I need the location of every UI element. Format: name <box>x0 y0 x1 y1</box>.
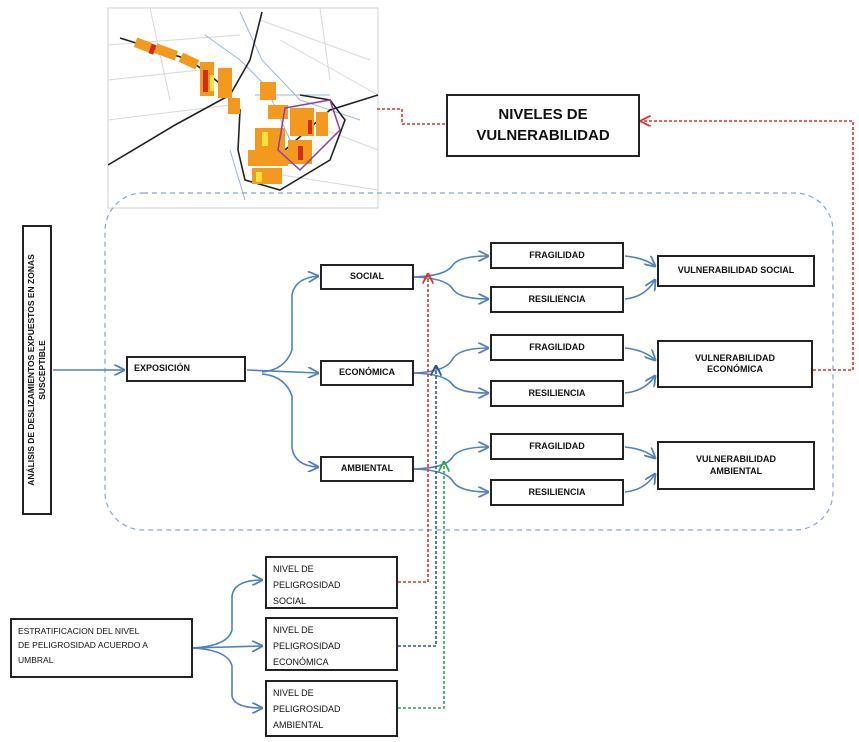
vulnerability-social-box: VULNERABILIDAD SOCIAL <box>657 255 815 287</box>
environmental-fragility-label: FRAGILIDAD <box>529 440 585 451</box>
hazard-economic-line1: NIVEL DE <box>273 625 314 635</box>
vulnerability-social-label: VULNERABILIDAD SOCIAL <box>677 265 795 276</box>
arrow-social-to-resilience <box>413 276 488 299</box>
dash-red-hazard-to-social <box>398 274 428 583</box>
arrow-resilience-to-vuln-economic <box>624 376 655 394</box>
stratification-line2: DE PELIGROSIDAD ACUERDO A <box>18 640 148 651</box>
dash-navy-hazard-to-economic <box>398 366 436 647</box>
arrow-economic-to-fragility <box>413 348 488 374</box>
social-fragility-box: FRAGILIDAD <box>490 242 624 269</box>
hazard-economic-line2: PELIGROSIDAD <box>273 640 341 651</box>
environmental-resilience-label: RESILIENCIA <box>528 486 586 497</box>
category-social: SOCIAL <box>320 264 414 290</box>
arrow-split-up <box>261 276 318 373</box>
hazard-level-social-box: NIVEL DE PELIGROSIDAD SOCIAL <box>265 556 398 609</box>
arrow-fragility-to-vuln-economic <box>624 347 655 360</box>
arrow-fragility-to-vuln-social <box>624 255 655 266</box>
category-economic: ECONÓMICA <box>320 360 414 386</box>
arrow-environmental-to-fragility <box>413 447 488 470</box>
arrow-economic-to-resilience <box>413 372 488 393</box>
arrow-resilience-to-vuln-social <box>624 280 655 300</box>
vulnerability-economic-box: VULNERABILIDAD ECONÓMICA <box>657 340 813 388</box>
hazard-economic-line3: ECONÓMICA <box>273 656 329 667</box>
arrow-social-to-fragility <box>413 256 488 278</box>
environmental-resilience-box: RESILIENCIA <box>490 479 624 506</box>
economic-fragility-label: FRAGILIDAD <box>529 341 585 352</box>
hazard-environmental-line2: PELIGROSIDAD <box>273 703 341 714</box>
landslide-analysis-label: ANÁLISIS DE DESLIZAMIENTOS EXPUESTOS EN … <box>22 225 52 515</box>
title-line1: NIVELES DE <box>498 106 588 124</box>
vulnerability-environmental-line1: VULNERABILIDAD <box>696 454 776 465</box>
social-resilience-label: RESILIENCIA <box>528 293 586 304</box>
economic-resilience-box: RESILIENCIA <box>490 380 624 407</box>
economic-resilience-label: RESILIENCIA <box>528 387 586 398</box>
category-environmental: AMBIENTAL <box>320 456 414 482</box>
category-environmental-label: AMBIENTAL <box>340 463 394 474</box>
dash-red-title-to-map <box>375 108 445 125</box>
social-fragility-label: FRAGILIDAD <box>529 249 585 260</box>
landslide-analysis-text: ANÁLISIS DE DESLIZAMIENTOS EXPUESTOS EN … <box>25 254 47 486</box>
vulnerability-environmental-line2: AMBIENTAL <box>709 465 763 476</box>
stratification-line3: UMBRAL <box>18 654 54 665</box>
vulnerability-economic-line2: ECONÓMICA <box>707 364 763 374</box>
dash-green-hazard-to-environmental <box>398 462 444 709</box>
hazard-environmental-line3: AMBIENTAL <box>273 719 324 730</box>
arrow-strat-to-hazard-social <box>192 580 262 649</box>
arrow-resilience-to-vuln-environmental <box>624 474 655 493</box>
arrow-strat-to-hazard-environmental <box>192 647 262 708</box>
hazard-level-environmental-box: NIVEL DE PELIGROSIDAD AMBIENTAL <box>265 680 398 737</box>
category-economic-label: ECONÓMICA <box>339 367 395 378</box>
title-line2: VULNERABILIDAD <box>476 126 610 144</box>
vulnerability-environmental-box: VULNERABILIDAD AMBIENTAL <box>657 441 815 490</box>
exposure-box: EXPOSICIÓN <box>126 356 246 382</box>
arrow-strat-to-hazard-economic <box>192 646 262 648</box>
hazard-environmental-line1: NIVEL DE <box>273 688 314 698</box>
stratification-line1: ESTRATIFICACION DEL NIVEL <box>18 626 140 636</box>
arrow-exposure-to-economic <box>246 370 318 373</box>
category-social-label: SOCIAL <box>349 271 384 282</box>
vulnerability-levels-title: NIVELES DE VULNERABILIDAD <box>446 94 640 157</box>
arrow-environmental-to-resilience <box>413 468 488 492</box>
environmental-fragility-box: FRAGILIDAD <box>490 433 624 460</box>
hazard-social-line2: PELIGROSIDAD <box>273 579 341 590</box>
exposure-label: EXPOSICIÓN <box>134 363 191 374</box>
hazard-level-economic-box: NIVEL DE PELIGROSIDAD ECONÓMICA <box>265 617 398 671</box>
hazard-social-line3: SOCIAL <box>273 595 307 606</box>
hazard-social-line1: NIVEL DE <box>273 564 314 574</box>
vulnerability-economic-line1: VULNERABILIDAD <box>695 352 775 363</box>
arrow-fragility-to-vuln-environmental <box>624 446 655 458</box>
analysis-region-border <box>104 192 834 531</box>
dash-red-vuln-to-title <box>641 121 854 371</box>
arrow-split-down <box>261 373 318 467</box>
social-resilience-box: RESILIENCIA <box>490 286 624 313</box>
stratification-box: ESTRATIFICACION DEL NIVEL DE PELIGROSIDA… <box>10 618 193 678</box>
economic-fragility-box: FRAGILIDAD <box>490 334 624 361</box>
